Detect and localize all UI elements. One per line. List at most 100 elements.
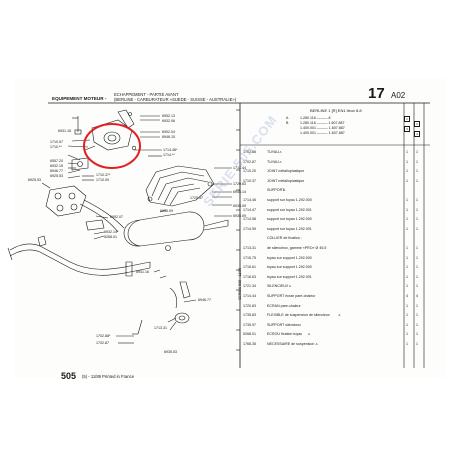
- parts-row: 1702.87 TUYAU 1 1 A: [243, 160, 427, 164]
- part-ref: 1714.46: [243, 198, 256, 202]
- variant-tag: A: [286, 116, 289, 120]
- part-ref: 1714.44: [243, 294, 256, 298]
- variant-range: 1.280.116 ——— 8: [300, 116, 331, 120]
- diagram-label: 1725.57: [190, 196, 203, 200]
- part-qty: 1: [416, 198, 418, 202]
- part-desc: FLEXIBLE de suspension de silencieux: [267, 313, 330, 318]
- part-ref: 1714.59: [243, 226, 256, 231]
- variant-title: BERLINE 1 [R] EN1 lieux 8.8: [310, 108, 362, 113]
- part-qty: 1: [406, 303, 408, 308]
- part-ref: 1721.34: [243, 284, 256, 289]
- diagram-label: 6902.04: [162, 130, 175, 134]
- diagram-label: 1714.48*: [163, 148, 178, 152]
- part-qty: 4: [416, 294, 418, 298]
- diagram-label: 6946.77: [198, 298, 211, 302]
- part-qty: 1: [406, 246, 408, 250]
- part-qty: 1: [406, 159, 408, 164]
- diagram-label: 6935.09: [160, 209, 173, 213]
- part-qty: 1: [416, 169, 418, 174]
- diagram-label: 6925.53: [28, 178, 41, 182]
- part-desc: tuyau sur support 1.292.000: [267, 255, 312, 260]
- part-desc: tuyau sur support 1.292.000: [267, 265, 312, 270]
- part-ref: 1735.83: [243, 313, 256, 318]
- part-qty: 1: [416, 313, 418, 318]
- page-subtitle: ECHAPPEMENT - PARTIE AVANT: [114, 92, 179, 97]
- diagram-label: 6557.20: [50, 159, 63, 163]
- part-qty: 1: [416, 265, 418, 270]
- part-qty: 1: [406, 284, 408, 289]
- part-qty: 1: [406, 169, 408, 174]
- part-qty: 1: [416, 284, 418, 289]
- diagram-label: 6952.07: [110, 215, 123, 219]
- part-mark: A: [315, 342, 318, 346]
- part-qty: 1: [406, 255, 408, 260]
- part-qty: 1: [416, 207, 418, 212]
- part-ref: 1714.58: [243, 217, 256, 222]
- parts-row: 1735.83 FLEXIBLE de suspension de silenci…: [243, 313, 427, 317]
- diagram-label: 1710.**: [50, 145, 62, 149]
- part-ref: 5268.01: [243, 332, 256, 337]
- part-ref: 1735.97: [243, 322, 256, 327]
- part-qty: 1: [406, 265, 408, 270]
- diagram-label: 6931.16: [58, 129, 71, 133]
- footer-text: (5) - 11/89 Printed in France: [82, 374, 135, 379]
- part-qty: 1: [416, 303, 418, 308]
- part-ref: 1715.75: [243, 255, 256, 260]
- diagram-label: 5268.01: [104, 235, 117, 239]
- parts-row: 1713.31 de silencieux, gamme «PRO» Ø 45,5…: [243, 246, 427, 250]
- part-qty: 1: [416, 322, 418, 327]
- diagram-label: 1702.88*: [96, 334, 111, 338]
- diagram-label: 6932.15: [50, 164, 63, 168]
- part-mark: A: [279, 159, 282, 164]
- page-suffix: A02: [391, 91, 406, 100]
- part-desc: JOINT métalloplastique: [267, 169, 305, 174]
- footer-model: 505: [61, 371, 77, 381]
- variant-tag: B: [286, 121, 289, 125]
- part-qty: 1: [406, 198, 408, 202]
- part-desc: de silencieux, gamme «PRO» Ø 45,5: [267, 246, 327, 250]
- part-ref: 1702.87: [243, 159, 256, 164]
- part-qty: 1: [416, 159, 418, 164]
- part-qty: 1: [406, 226, 408, 231]
- part-qty: 4: [406, 294, 408, 298]
- variant-range: 1.400.001 ——— 1.607.887: [300, 126, 345, 130]
- diagram-label: 6946.77: [50, 169, 63, 173]
- part-desc: ECRAN pare-chaleur: [267, 303, 301, 308]
- diagram-label: 6932.06: [162, 119, 175, 123]
- diagram-label: 1710.37*: [96, 173, 111, 177]
- diagram-label: 6935.09: [233, 204, 246, 208]
- part-qty: 1: [406, 178, 408, 183]
- diagram-label: 6946.15: [162, 135, 175, 139]
- diagram-label: 1710.57: [50, 140, 63, 144]
- part-mark: A: [289, 284, 292, 289]
- part-desc: NECESSAIRE de suspension: [267, 342, 315, 346]
- part-desc: support sur tuyau 1.292.000: [267, 217, 312, 222]
- variant-box: 2: [414, 121, 420, 127]
- part-desc: ECROU fixation tuyau: [267, 332, 303, 337]
- part-desc: support sur tuyau 1.292.001: [267, 226, 312, 231]
- diagram-label: 1714.**: [163, 153, 175, 157]
- diagram-label: 6945.14: [233, 190, 246, 194]
- diagram-label: 1710.09: [96, 178, 109, 182]
- part-ref: 1768.35: [243, 342, 256, 346]
- part-desc: COLLIER de fixation :: [267, 236, 302, 241]
- part-mark: A: [279, 150, 282, 154]
- part-ref: 1713.31: [243, 246, 256, 250]
- part-mark: A: [338, 313, 341, 318]
- part-qty: 1: [406, 217, 408, 222]
- part-desc: TUYAU: [267, 159, 279, 164]
- part-desc: tuyau sur support 1.292.001: [267, 274, 312, 279]
- part-ref: 1710.37: [243, 178, 256, 183]
- part-qty: 1: [416, 178, 418, 183]
